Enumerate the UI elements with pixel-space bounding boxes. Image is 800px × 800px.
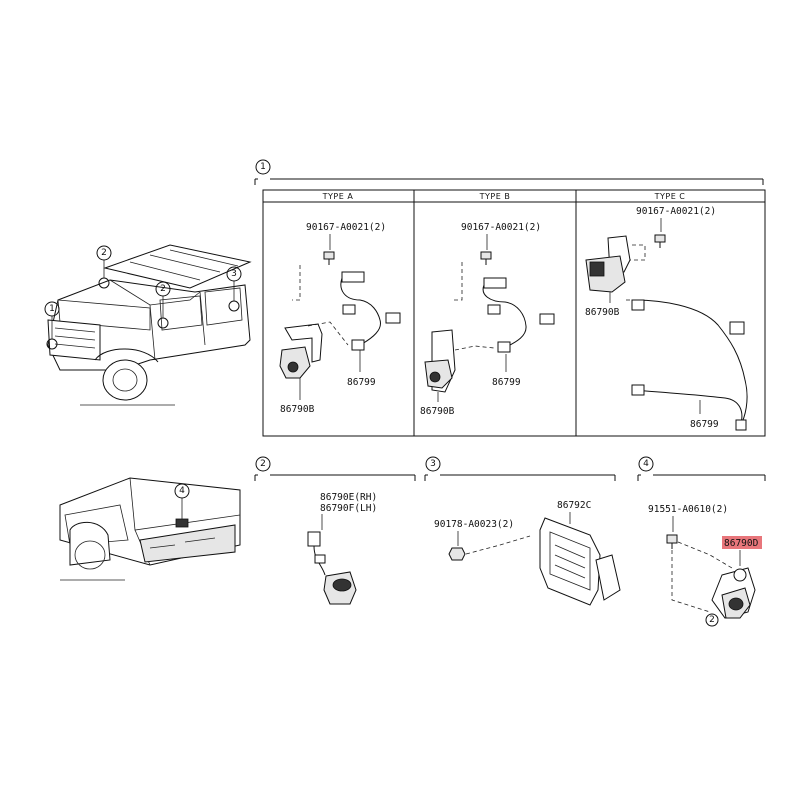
- type-b-harness-icon: [482, 277, 555, 353]
- panel4-camera-label: 86790D: [724, 538, 759, 549]
- panel3-bolt-icon: [448, 547, 466, 561]
- section-1-frame: [262, 189, 766, 437]
- type-c-harness-icon: [631, 299, 748, 431]
- panel3-module-icon: [539, 517, 621, 606]
- panel3-bolt-label: 90178-A0023(2): [434, 519, 514, 530]
- truck-front-illustration: 2 1 2 3: [44, 244, 252, 406]
- panel4-inner-callout: 2: [709, 615, 715, 625]
- type-b-caption: TYPE B: [479, 192, 511, 201]
- panel2-camera-icon: [307, 531, 357, 605]
- truck-front-callout-2a: 2: [101, 248, 107, 258]
- section-4: 4 91551-A0610(2) 86790D 2: [637, 456, 766, 627]
- type-a-harness-icon: [340, 271, 401, 351]
- panel4-highlight: [722, 536, 762, 549]
- type-b-panel: 90167-A0021(2) 86790B: [420, 222, 555, 417]
- type-b-bolt-icon: [480, 251, 492, 265]
- type-c-bolt-label: 90167-A0021(2): [636, 206, 716, 217]
- panel4-bolt-icon: [666, 534, 678, 549]
- panel4-bolt-label: 91551-A0610(2): [648, 504, 728, 515]
- truck-front-callout-1: 1: [49, 304, 55, 314]
- panel2-camera-lh-label: 86790F(LH): [320, 503, 377, 514]
- type-c-harness-label: 86799: [690, 419, 719, 430]
- type-a-caption: TYPE A: [322, 192, 354, 201]
- type-a-camera-icon: [279, 323, 323, 379]
- type-b-camera-icon: [424, 329, 456, 393]
- panel4-camera-icon: [711, 567, 756, 619]
- section-2-callout: 2: [260, 459, 266, 469]
- truck-front-callout-3: 3: [231, 269, 237, 279]
- truck-rear-illustration: 4: [59, 477, 241, 581]
- type-c-camera-icon: [585, 235, 631, 293]
- type-b-bolt-label: 90167-A0021(2): [461, 222, 541, 233]
- section-1: 1 TYPE A TYPE B TYPE C 90167-A0021(2): [254, 159, 766, 437]
- type-c-camera-label: 86790B: [585, 307, 620, 318]
- section-3: 3 86792C 90178-A0023(2): [424, 456, 621, 606]
- panel3-module-label: 86792C: [557, 500, 591, 511]
- section-2: 2 86790E(RH) 86790F(LH): [254, 456, 416, 605]
- section-1-callout-circle: [255, 159, 271, 175]
- type-a-bolt-icon: [323, 251, 335, 265]
- section-1-callout: 1: [260, 162, 266, 172]
- type-c-panel: 90167-A0021(2) 86790B: [585, 206, 748, 431]
- type-c-bolt-icon: [654, 234, 666, 248]
- type-b-camera-label: 86790B: [420, 406, 455, 417]
- panel2-camera-rh-label: 86790E(RH): [320, 492, 377, 503]
- type-b-harness-label: 86799: [492, 377, 521, 388]
- type-a-harness-label: 86799: [347, 377, 376, 388]
- type-a-panel: 90167-A0021(2) 86790B: [279, 222, 401, 415]
- section-4-callout: 4: [643, 459, 649, 469]
- type-a-bolt-label: 90167-A0021(2): [306, 222, 386, 233]
- section-3-callout: 3: [430, 459, 436, 469]
- truck-rear-callout-4: 4: [179, 486, 185, 496]
- type-c-caption: TYPE C: [654, 192, 686, 201]
- type-a-camera-label: 86790B: [280, 404, 315, 415]
- truck-front-callout-2b: 2: [160, 284, 166, 294]
